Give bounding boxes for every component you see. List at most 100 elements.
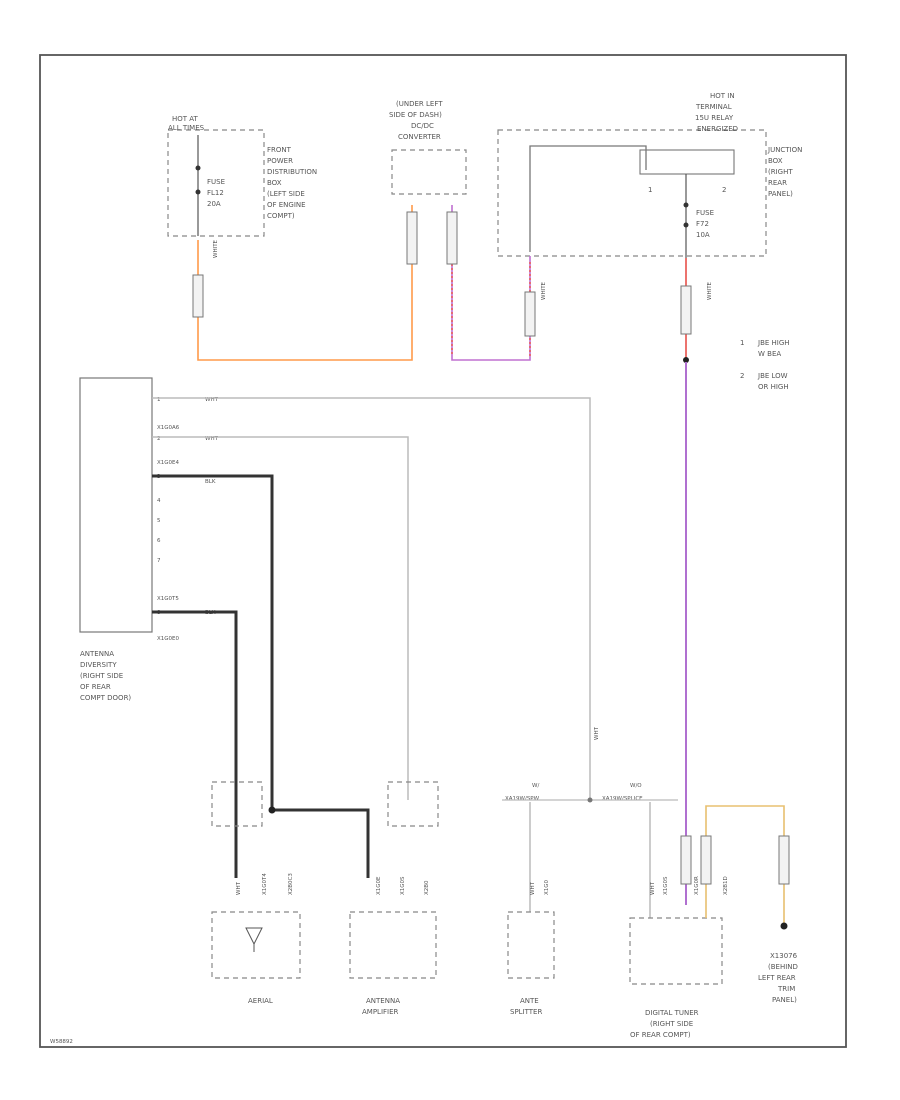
ground-label-4: TRIM (777, 985, 795, 993)
antenna-diversity-title-4: OF REAR (80, 683, 111, 691)
tuner-wire-3: X1G0R (694, 876, 700, 895)
connector-yellow-right (778, 835, 790, 885)
splice-wo-label-2: XA19W/SPLICE (602, 796, 643, 802)
junction-internal-wire (529, 145, 647, 252)
aerial-connector-cluster (211, 781, 263, 827)
antenna-splitter: ANTE SPLITTER WHT X1G0 (507, 879, 555, 1016)
splice-bar-junction (587, 797, 593, 803)
ground-label-5: PANEL) (772, 996, 797, 1004)
aerial-wire-1: WHT (236, 881, 242, 895)
connector-purple-tuner (680, 835, 692, 885)
pin-3-color: BLK (205, 479, 216, 485)
digital-tuner: DIGITAL TUNER (RIGHT SIDE OF REAR COMPT)… (629, 876, 729, 1039)
tuner-wire-4: X2B1D (723, 876, 729, 895)
fuse-f72-label-3: 10A (696, 231, 710, 239)
fuse-f72-label-1: FUSE (696, 209, 714, 217)
fuse-f12-label-3: 20A (207, 200, 221, 208)
wire-orange (197, 205, 413, 361)
tuner-box (629, 917, 723, 985)
dc-dc-converter: (UNDER LEFT SIDE OF DASH) DC/DC CONVERTE… (389, 100, 467, 195)
aerial-label: AERIAL (248, 997, 273, 1005)
front-pdb-label-2: POWER (267, 157, 293, 165)
pin-2-color: WHT (205, 436, 219, 442)
splitter-box (507, 911, 555, 979)
pin-1-label: 1 (648, 186, 652, 194)
converter-outline (391, 149, 467, 195)
ground-label: X13076 (BEHIND LEFT REAR TRIM PANEL) (758, 952, 798, 1004)
wire-white-label-left: WHITE (213, 239, 219, 258)
fuse-f72-label-2: F72 (696, 220, 709, 228)
junction-box-label-4: REAR (768, 179, 787, 187)
pin-1-color: WHT (205, 397, 219, 403)
pin-3-id: X1G0E4 (157, 460, 180, 466)
ground-label-3: LEFT REAR (758, 974, 796, 982)
front-pdb-label-6: OF ENGINE (267, 201, 306, 209)
wire-purple-loop (451, 205, 531, 361)
antenna-diversity-title-3: (RIGHT SIDE (80, 672, 123, 680)
amplifier-box (349, 911, 437, 979)
amplifier-connector-cluster (387, 781, 439, 827)
tuner-label-1: DIGITAL TUNER (645, 1009, 699, 1017)
legend: 1 JBE HIGH W BEA 2 JBE LOW OR HIGH (740, 339, 790, 391)
fuse-f12-terminal-top (195, 165, 201, 171)
hot-in-terminal-label-4: ENERGIZED (697, 125, 738, 133)
antenna-icon (245, 927, 263, 952)
tuner-wire-2: X1G0S (663, 876, 669, 895)
junction-box: HOT IN TERMINAL 15U RELAY ENERGIZED 1 2 … (497, 92, 802, 300)
tuner-label-3: OF REAR COMPT) (630, 1031, 691, 1039)
pin-9-id: X1G0E0 (157, 636, 180, 642)
fuse-f72-terminal-top (683, 202, 689, 208)
amplifier-label-1: ANTENNA (366, 997, 400, 1005)
splice-w-label-2: XA19W/SPW (505, 796, 540, 802)
antenna-diversity-title-2: DIVERSITY (80, 661, 117, 669)
aerial: AERIAL WHT X1G0T4 X2B0C3 (211, 873, 301, 1005)
fuse-f12-label-2: FL12 (207, 189, 224, 197)
under-dash-label-2: SIDE OF DASH) (389, 111, 442, 119)
aerial-wire-3: X2B0C3 (288, 873, 294, 895)
junction-box-outline (497, 129, 767, 257)
connector-fuse-out (680, 285, 692, 335)
ground-label-2: (BEHIND (768, 963, 798, 971)
legend-2-num: 2 (740, 372, 744, 380)
splice-point-top (683, 357, 689, 363)
legend-1-line-1: JBE HIGH (757, 339, 790, 347)
front-power-distribution-box: HOT AT ALL TIMES FUSE FL12 20A FRONT POW… (167, 115, 317, 258)
pin-4-number: 4 (157, 498, 161, 504)
relay-contact-box (639, 149, 735, 175)
diagram-frame (39, 54, 847, 1048)
front-pdb-label-7: COMPT) (267, 212, 295, 220)
tuner-label-2: (RIGHT SIDE (650, 1020, 693, 1028)
pin-2-label: 2 (722, 186, 726, 194)
tuner-wire-1: WHT (650, 881, 656, 895)
antenna-diversity-title-1: ANTENNA (80, 650, 114, 658)
fuse-f12-terminal-bottom (195, 189, 201, 195)
pin-6-number: 6 (157, 538, 161, 544)
junction-box-label-2: BOX (768, 157, 783, 165)
wire-yellow-ground (705, 805, 785, 924)
junction-box-label-1: JUNCTION (767, 146, 802, 154)
legend-2-line-2: OR HIGH (758, 383, 789, 391)
pin-7-number: 7 (157, 558, 161, 564)
pin-2-id: X1G0A6 (157, 425, 180, 431)
front-pdb-label-5: (LEFT SIDE (267, 190, 305, 198)
wire-blk-pin3 (152, 474, 370, 878)
antenna-diversity-module: ANTENNA DIVERSITY (RIGHT SIDE OF REAR CO… (79, 377, 219, 702)
wire-wht-vertical-label: WHT (594, 726, 600, 740)
junction-box-label-5: PANEL) (768, 190, 793, 198)
antenna-diversity-title-5: COMPT DOOR) (80, 694, 131, 702)
fuse-f12-label-1: FUSE (207, 178, 225, 186)
pin-8-id: X1G0T5 (157, 596, 179, 602)
splitter-wire-2: X1G0 (544, 879, 550, 895)
wire-white-label-junction-right: WHITE (707, 281, 713, 300)
connector-orange-right (406, 211, 418, 265)
footer-id: W58892 (50, 1039, 73, 1045)
under-dash-label-1: (UNDER LEFT (396, 100, 443, 108)
amplifier-label-2: AMPLIFIER (362, 1008, 399, 1016)
hot-at-all-times-line-1: HOT AT (172, 115, 199, 123)
amp-wire-1: X1G0E (376, 876, 382, 895)
hot-in-terminal-label-3: 15U RELAY (695, 114, 734, 122)
connector-red-right (524, 291, 536, 337)
aerial-box (211, 911, 301, 979)
pin-5-number: 5 (157, 518, 161, 524)
wire-wht-pin2 (152, 436, 409, 800)
